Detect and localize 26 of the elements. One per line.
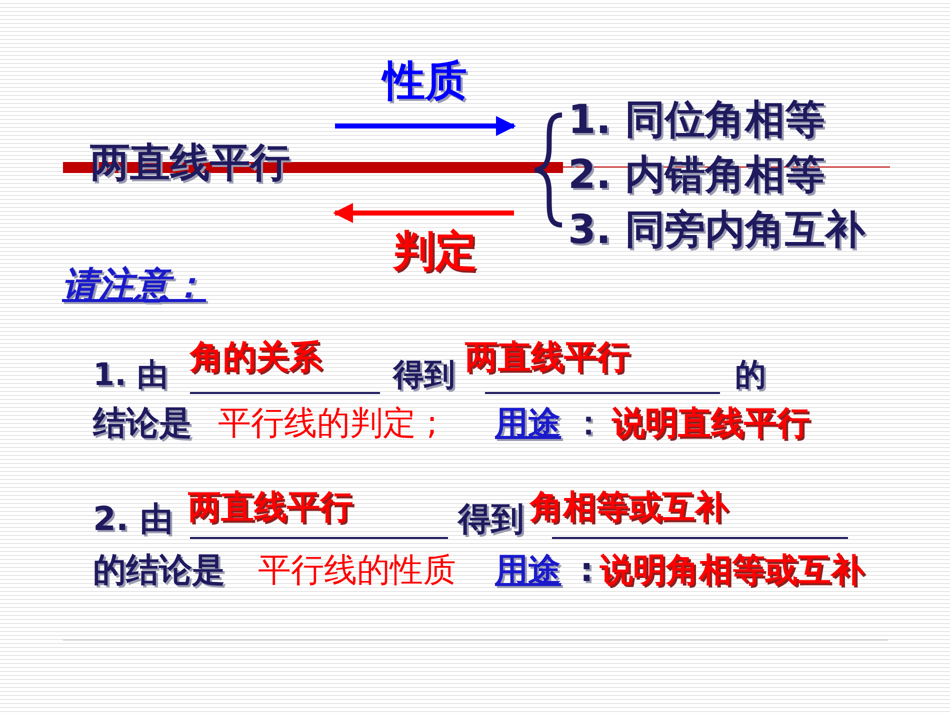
list-item: 3. 同旁内角互补 bbox=[568, 210, 865, 250]
usage-label: 用途 bbox=[495, 406, 561, 439]
list-item: 1. 同位角相等 bbox=[568, 100, 825, 140]
edge-label: 性质 bbox=[383, 60, 467, 102]
arrow bbox=[335, 116, 516, 136]
answer-text: 说明直线平行 bbox=[612, 406, 810, 439]
question-text: ： bbox=[572, 406, 605, 439]
question-text: 的 bbox=[735, 360, 766, 391]
question-text: 结论是 bbox=[93, 406, 192, 439]
question-text: 的结论是 bbox=[93, 553, 225, 586]
question-text: 得到 bbox=[458, 502, 524, 535]
answer-text: 两直线平行 bbox=[188, 490, 353, 523]
note-heading: 请注意： bbox=[62, 268, 206, 304]
answer-text: 平行线的性质 bbox=[258, 553, 456, 586]
edge-label: 判定 bbox=[393, 230, 477, 272]
answer-text: 角的关系 bbox=[190, 340, 322, 373]
question-text: 得到 bbox=[393, 360, 455, 391]
answer-text: 角相等或互补 bbox=[530, 490, 728, 523]
answer-text: 说明角相等或互补 bbox=[600, 553, 864, 586]
question-text: 2. 由 bbox=[93, 502, 173, 535]
question-text: 1. 由 bbox=[93, 360, 168, 391]
answer-text: 两直线平行 bbox=[465, 340, 630, 373]
usage-label: 用途 bbox=[495, 553, 561, 586]
answer-text: 平行线的判定 ; bbox=[218, 406, 438, 439]
arrow bbox=[333, 203, 514, 223]
question-text: : bbox=[580, 553, 594, 586]
